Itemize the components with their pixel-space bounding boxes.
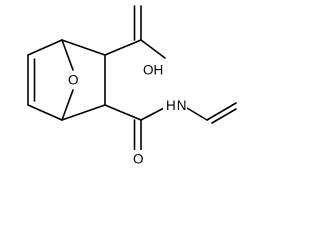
acid-hydroxyl-label: OH xyxy=(143,63,163,78)
bond-ch2-ch xyxy=(206,102,237,121)
bond-c1-c6 xyxy=(27,39,63,56)
bond-cacid-oh xyxy=(140,39,166,59)
amide-nitrogen-hydrogen-label: HN xyxy=(166,98,187,113)
bond-o7-c4 xyxy=(61,89,74,121)
bond-c1-o7 xyxy=(61,39,74,71)
bond-c3-camide xyxy=(104,104,142,121)
bond-c2-cacid xyxy=(104,39,142,56)
bond-c5-c4 xyxy=(27,104,63,121)
bicyclic-ring xyxy=(27,39,106,121)
bond-c1-c2 xyxy=(61,39,106,56)
bond-camide-n xyxy=(140,107,165,121)
bridge-oxygen-label: O xyxy=(68,73,79,88)
amide-carbonyl-oxygen-label: O xyxy=(133,152,144,167)
amide-group xyxy=(104,104,165,151)
bond-n-ch2 xyxy=(186,107,208,121)
allyl-chain xyxy=(186,102,237,124)
chemical-structure-diagram: O OH HN O xyxy=(27,5,237,168)
bond-c3-c4 xyxy=(61,104,106,121)
atom-labels: O OH HN O xyxy=(66,63,187,168)
carboxylic-acid-group xyxy=(104,5,166,59)
bond-ch-ch2-double xyxy=(211,108,237,124)
